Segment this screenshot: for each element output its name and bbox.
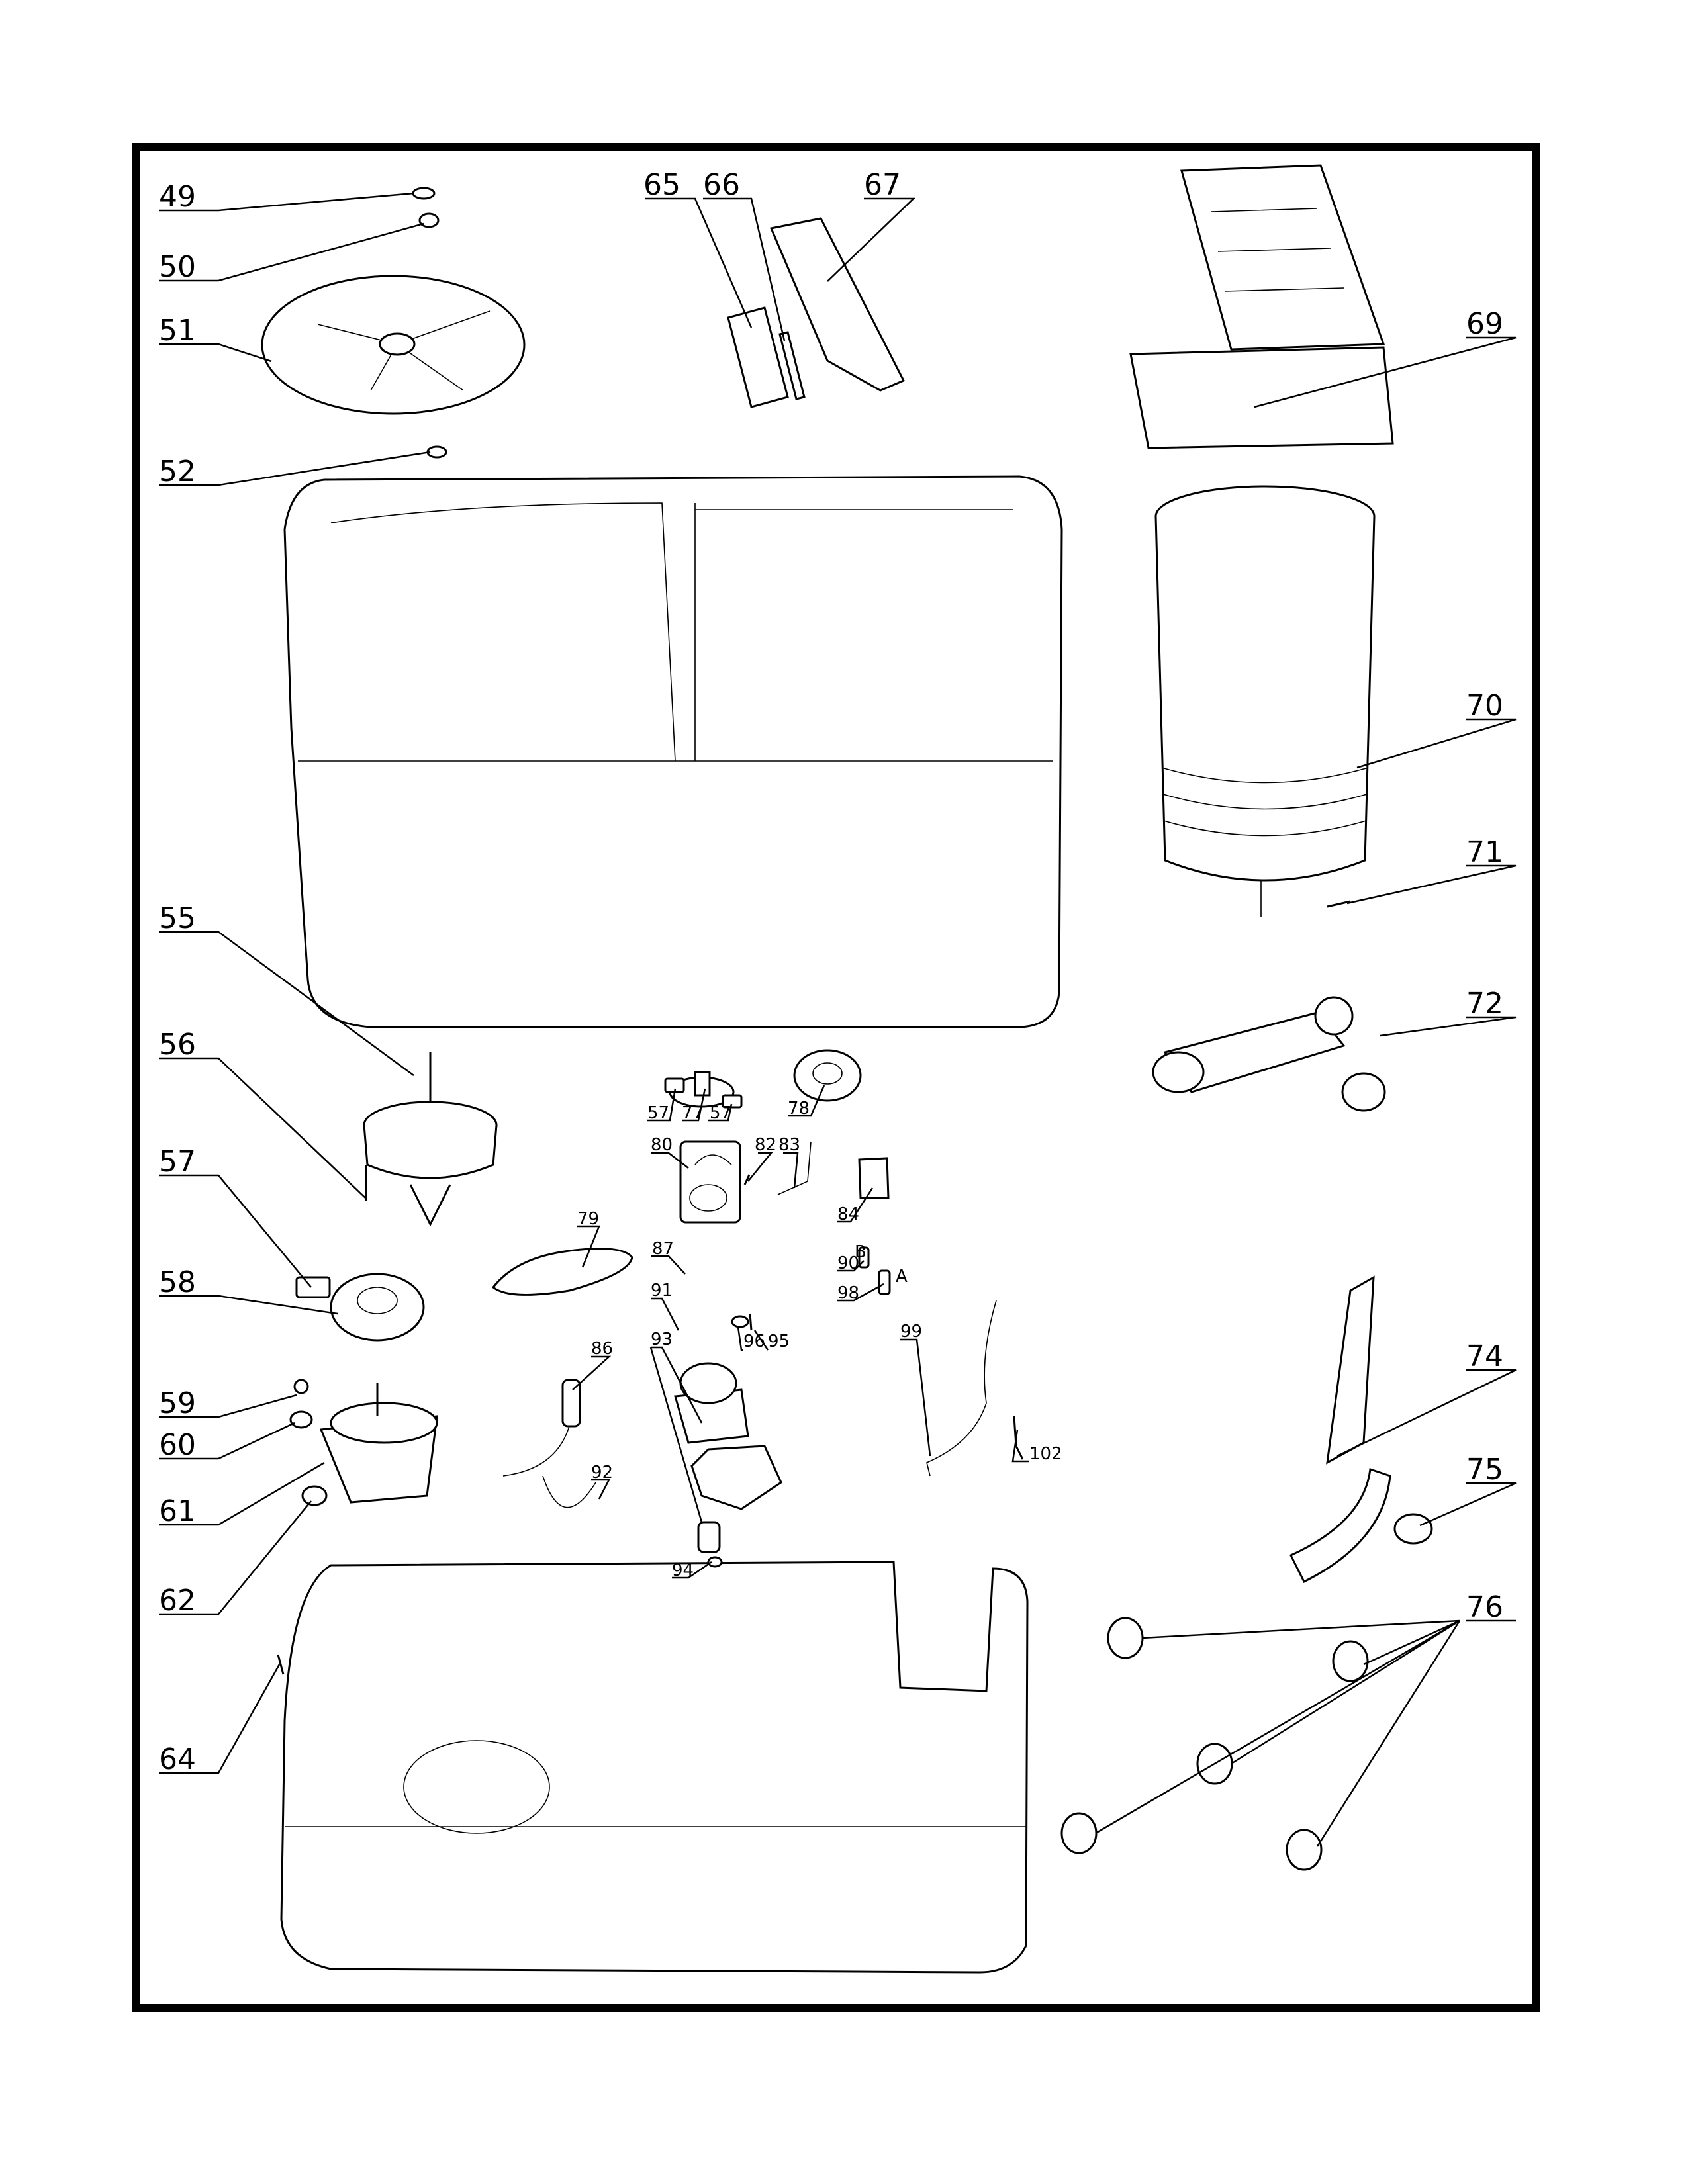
callout-99: 99 xyxy=(900,1322,922,1342)
callout-56: 56 xyxy=(159,1028,196,1062)
callout-61: 61 xyxy=(159,1494,196,1528)
bearing-77 xyxy=(669,1071,735,1108)
callout-78: 78 xyxy=(788,1099,810,1118)
callout-62: 62 xyxy=(159,1584,196,1617)
spring-82 xyxy=(743,1174,751,1185)
callout-72: 72 xyxy=(1466,987,1503,1021)
callout-96: 96 xyxy=(743,1332,765,1351)
callout-102: 102 xyxy=(1029,1444,1062,1464)
callout-87: 87 xyxy=(652,1239,674,1259)
pulley-58 xyxy=(330,1273,425,1342)
callout-80: 80 xyxy=(651,1135,673,1155)
callout-60: 60 xyxy=(159,1428,196,1462)
callout-67: 67 xyxy=(864,168,901,202)
bag-84 xyxy=(858,1157,890,1199)
base-frame xyxy=(280,1561,1029,1974)
lint-filter-65 xyxy=(727,306,789,408)
capacitor-86 xyxy=(502,1379,581,1477)
callout-95: 95 xyxy=(768,1332,790,1351)
outer-tub xyxy=(283,475,1063,1028)
marker-a: A xyxy=(896,1267,908,1287)
screw-50 xyxy=(418,212,440,228)
wire-92 xyxy=(542,1475,596,1508)
plate-91 xyxy=(690,1445,782,1510)
callout-76: 76 xyxy=(1466,1590,1503,1624)
callout-66: 66 xyxy=(703,168,740,202)
callout-91: 91 xyxy=(651,1281,673,1300)
leader-lines xyxy=(159,192,1517,1847)
callout-52: 52 xyxy=(159,455,196,488)
callout-77: 77 xyxy=(682,1103,704,1123)
callout-59: 59 xyxy=(159,1387,196,1420)
bushing-62 xyxy=(301,1485,328,1506)
filter-frame-67 xyxy=(769,217,906,392)
callout-57a: 57 xyxy=(647,1103,669,1123)
screw-95 xyxy=(749,1313,753,1331)
callout-92: 92 xyxy=(591,1463,613,1482)
drain-valve-72 xyxy=(1152,996,1386,1112)
pin-98 xyxy=(878,1269,891,1295)
callout-50: 50 xyxy=(159,250,196,284)
marker-b: B xyxy=(855,1242,867,1262)
washer-52 xyxy=(426,445,447,459)
spin-basket-70 xyxy=(1154,485,1376,917)
screw-plate-57 xyxy=(295,1276,331,1298)
timer-motor-87 xyxy=(674,1362,749,1444)
callout-98: 98 xyxy=(837,1283,859,1303)
clip-96 xyxy=(731,1315,749,1328)
diagram-frame xyxy=(132,143,1540,2012)
callout-71: 71 xyxy=(1466,835,1503,869)
feet-76 xyxy=(1060,1617,1369,1871)
callout-82: 82 xyxy=(755,1135,776,1155)
pulsator-51 xyxy=(261,275,526,415)
nut-94 xyxy=(707,1556,723,1568)
callout-93: 93 xyxy=(651,1330,673,1349)
screw-plate-57b xyxy=(722,1094,743,1109)
screw-71 xyxy=(1327,900,1351,908)
callout-57: 57 xyxy=(159,1145,196,1179)
callout-49: 49 xyxy=(159,180,196,214)
motor-61 xyxy=(319,1383,438,1504)
callout-74: 74 xyxy=(1466,1340,1503,1373)
callout-51: 51 xyxy=(159,314,196,347)
clutch-55 xyxy=(363,1052,498,1227)
callout-64: 64 xyxy=(159,1743,196,1776)
filter-mesh-66 xyxy=(778,331,806,400)
screw-59 xyxy=(293,1379,309,1394)
wheel-78 xyxy=(793,1049,862,1102)
hose-74 xyxy=(1289,1275,1391,1584)
screw-64 xyxy=(277,1654,285,1675)
callout-58: 58 xyxy=(159,1265,196,1299)
plug-75 xyxy=(1393,1513,1433,1545)
drain-motor-93 xyxy=(697,1521,721,1553)
callout-57b: 57 xyxy=(710,1103,731,1123)
washer-49 xyxy=(412,187,436,200)
bushing-60 xyxy=(289,1410,313,1429)
brake-assembly-box xyxy=(679,1140,741,1224)
wire-83 xyxy=(777,1141,812,1195)
callout-84: 84 xyxy=(837,1205,859,1224)
belt-79 xyxy=(491,1248,633,1296)
power-cord-99 xyxy=(926,1300,997,1477)
callout-55: 55 xyxy=(159,901,196,935)
callout-75: 75 xyxy=(1466,1453,1503,1486)
callout-86: 86 xyxy=(591,1339,613,1359)
lid-69 xyxy=(1129,164,1394,449)
callout-65: 65 xyxy=(643,168,680,202)
callout-70: 70 xyxy=(1466,689,1503,723)
callout-69: 69 xyxy=(1466,307,1503,341)
callout-83: 83 xyxy=(778,1135,800,1155)
callout-79: 79 xyxy=(577,1209,599,1229)
cable-tie-102 xyxy=(1013,1416,1024,1460)
callout-90: 90 xyxy=(837,1253,859,1273)
callout-94: 94 xyxy=(672,1561,694,1580)
